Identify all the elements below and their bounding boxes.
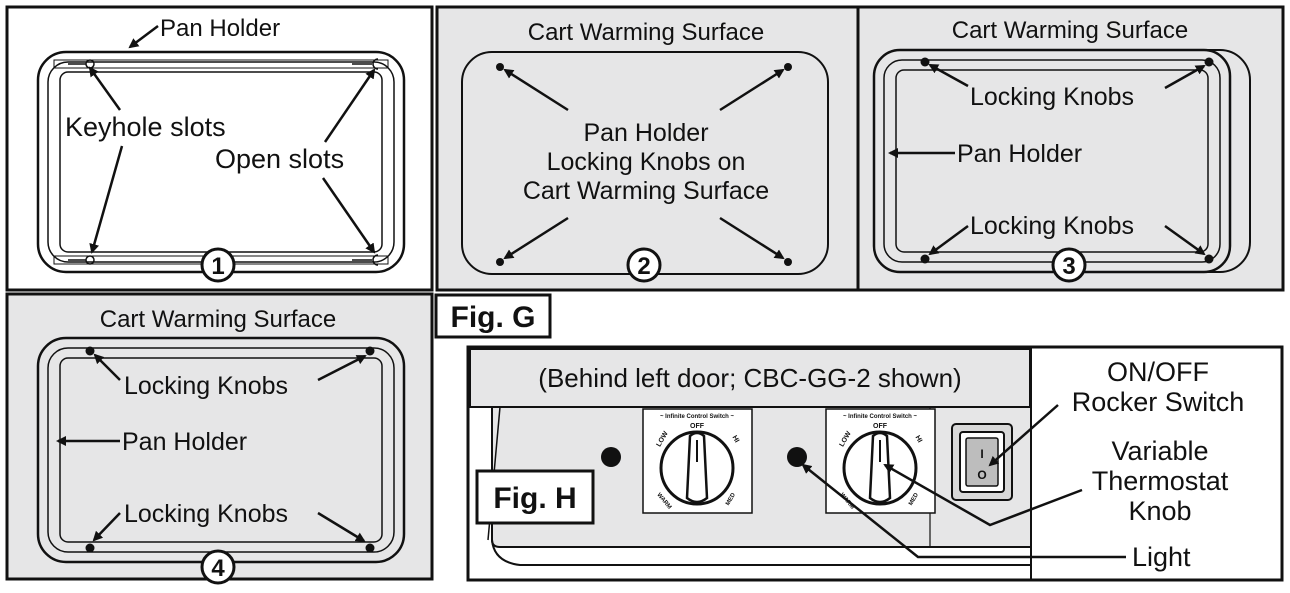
open-slot-arrow-up xyxy=(323,68,376,143)
locking-knob-tl xyxy=(920,57,930,67)
panel-4: Cart Warming Surface Locking Knobs Pan H… xyxy=(5,292,434,585)
thermostat-label-line-3: Knob xyxy=(1128,496,1191,526)
locking-knobs-label-bottom: Locking Knobs xyxy=(124,500,288,528)
locking-knob-tr xyxy=(1204,57,1214,67)
thermostat-dial-right: ~ Infinite Control Switch ~ OFF LOW HI W… xyxy=(825,408,936,514)
locking-knobs-label-bottom: Locking Knobs xyxy=(970,212,1134,240)
locking-knob-bl xyxy=(920,254,930,264)
keyhole-arrow-up xyxy=(88,66,122,111)
fig-h-label: Fig. H xyxy=(493,482,576,515)
arrow xyxy=(1164,64,1206,90)
switch-off-mark: O xyxy=(977,468,986,482)
arrow xyxy=(928,63,969,88)
arrow xyxy=(503,216,569,260)
panel-3: Cart Warming Surface Locking Knobs Pan H… xyxy=(856,5,1285,292)
switch-on-mark: I xyxy=(980,447,983,461)
light-leader xyxy=(801,463,1126,559)
dial-title: ~ Infinite Control Switch ~ xyxy=(660,414,735,420)
locking-knob-br xyxy=(1204,254,1214,264)
locking-knob-tr xyxy=(365,346,375,356)
arrow xyxy=(317,511,366,543)
pan-holder-frame xyxy=(36,336,406,564)
keyhole-arrow-down xyxy=(89,145,124,254)
open-slot-tr xyxy=(352,58,379,70)
locking-knob-tl xyxy=(85,346,95,356)
step-number-badge xyxy=(1051,247,1087,283)
fig-g-caption: Fig. G xyxy=(434,293,552,339)
pan-holder-frame xyxy=(872,48,1232,274)
thermostat-label-line-1: Variable xyxy=(1111,436,1208,466)
open-slots-label: Open slots xyxy=(215,144,344,174)
locking-knob-br xyxy=(365,543,375,553)
center-label-line-2: Locking Knobs on xyxy=(547,148,746,176)
locking-knob-br xyxy=(784,258,792,266)
arrow xyxy=(317,354,367,382)
fig-h: (Behind left door; CBC-GG-2 shown) Fig. … xyxy=(466,345,1284,582)
step-number: 1 xyxy=(211,253,224,280)
locking-knob-tr xyxy=(784,63,792,71)
thermostat-leader xyxy=(883,463,1083,527)
dial-hi: HI xyxy=(914,434,924,444)
dial-off: OFF xyxy=(873,423,888,430)
locking-knob-bl xyxy=(85,543,95,553)
arrow xyxy=(719,216,785,260)
fig-h-caption: (Behind left door; CBC-GG-2 shown) xyxy=(538,363,961,393)
panel-2: Cart Warming Surface Pan Holder Locking … xyxy=(435,5,860,292)
locking-knobs-label-top: Locking Knobs xyxy=(970,83,1134,111)
thermostat-dial-left: ~ Infinite Control Switch ~ OFF LOW HI W… xyxy=(642,408,753,514)
arrow xyxy=(1164,224,1206,256)
dial-off: OFF xyxy=(690,423,705,430)
open-slot-br xyxy=(352,254,379,266)
arrow xyxy=(93,353,121,381)
indicator-light-right xyxy=(787,447,807,467)
panel-title: Cart Warming Surface xyxy=(100,306,337,333)
locking-knobs-label-top: Locking Knobs xyxy=(124,372,288,400)
indicator-light-left xyxy=(601,447,621,467)
step-number: 4 xyxy=(211,555,225,582)
step-number-badge xyxy=(200,247,236,283)
pan-holder-arrow xyxy=(128,25,159,49)
panel-title: Cart Warming Surface xyxy=(528,19,765,46)
arrow xyxy=(719,68,785,112)
keyhole-slots-label: Keyhole slots xyxy=(65,112,226,142)
dial-hi: HI xyxy=(731,434,741,444)
dial-title: ~ Infinite Control Switch ~ xyxy=(843,414,918,420)
pan-holder-label: Pan Holder xyxy=(160,15,280,42)
center-label-line-3: Cart Warming Surface xyxy=(523,177,769,205)
pan-holder-label: Pan Holder xyxy=(957,140,1082,168)
center-label-line-1: Pan Holder xyxy=(583,119,708,147)
open-slot-arrow-down xyxy=(321,177,376,254)
step-number-badge xyxy=(626,247,662,283)
arrow xyxy=(92,512,121,542)
locking-knob-tl xyxy=(496,63,504,71)
arrow xyxy=(503,68,569,112)
arrow xyxy=(928,224,969,256)
step-number-badge xyxy=(200,549,236,585)
locking-knob-bl xyxy=(496,258,504,266)
panel-1: Pan Holder Keyhole slots Open slots 1 xyxy=(5,5,434,292)
step-number: 3 xyxy=(1062,253,1075,280)
panel-title: Cart Warming Surface xyxy=(952,17,1189,44)
fig-h-label-box xyxy=(475,469,595,525)
rocker-switch: I O xyxy=(951,423,1013,501)
light-label: Light xyxy=(1132,542,1191,572)
switch-label-line-1: ON/OFF xyxy=(1107,357,1209,387)
thermostat-label-line-2: Thermostat xyxy=(1092,466,1229,496)
switch-label-line-2: Rocker Switch xyxy=(1072,387,1245,417)
fig-g-label: Fig. G xyxy=(451,301,536,334)
pan-holder-label: Pan Holder xyxy=(122,428,247,456)
step-number: 2 xyxy=(637,253,650,280)
switch-leader xyxy=(988,404,1059,467)
keyhole-slot-bl xyxy=(68,255,95,265)
